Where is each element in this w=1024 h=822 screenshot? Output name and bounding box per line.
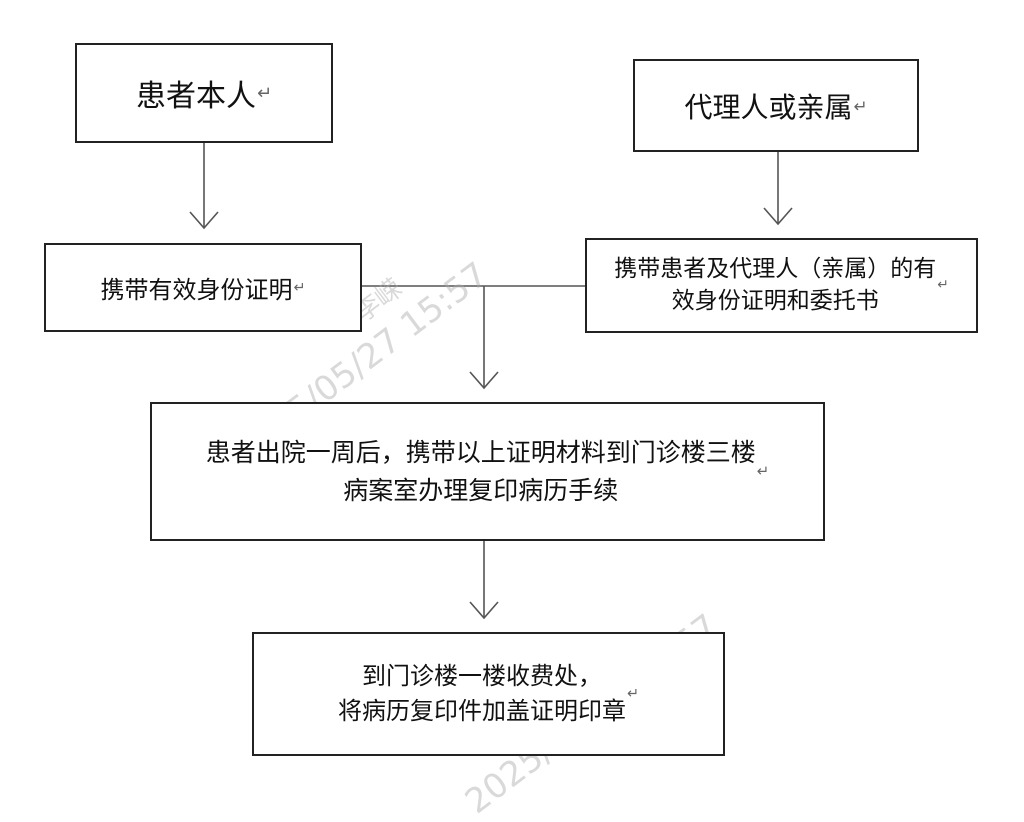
paragraph-mark: ↵ (626, 685, 640, 702)
box-after-discharge: 患者出院一周后，携带以上证明材料到门诊楼三楼 病案室办理复印病历手续↵ (150, 402, 825, 541)
box-agent-or-relative-label: 代理人或亲属 (684, 90, 853, 124)
box-bring-agent-docs: 携带患者及代理人（亲属）的有 效身份证明和委托书↵ (585, 238, 978, 333)
box-bring-id-label: 携带有效身份证明 (100, 276, 293, 304)
paragraph-mark: ↵ (293, 279, 306, 296)
box-patient-self-label: 患者本人 (135, 79, 256, 114)
arrowhead-to-stamp-step (469, 601, 499, 620)
box-stamp-step: 到门诊楼一楼收费处， 将病历复印件加盖证明印章↵ (252, 632, 725, 756)
paragraph-mark: ↵ (937, 277, 949, 294)
box-bring-id: 携带有效身份证明↵ (44, 243, 362, 332)
box-agent-or-relative: 代理人或亲属↵ (633, 59, 919, 152)
box-patient-self: 患者本人↵ (75, 43, 333, 143)
arrowhead-merge-down (469, 371, 499, 390)
box-stamp-step-label: 到门诊楼一楼收费处， 将病历复印件加盖证明印章 (337, 662, 626, 725)
box-after-discharge-label: 患者出院一周后，携带以上证明材料到门诊楼三楼 病案室办理复印病历手续 (205, 438, 756, 505)
box-bring-agent-docs-label: 携带患者及代理人（亲属）的有 效身份证明和委托书 (614, 256, 937, 314)
paragraph-mark: ↵ (756, 462, 770, 481)
paragraph-mark: ↵ (256, 82, 273, 104)
arrowhead-patient-to-id (189, 211, 219, 230)
arrowhead-agent-to-docs (763, 207, 793, 226)
connector-lines (189, 143, 793, 620)
paragraph-mark: ↵ (853, 95, 868, 116)
